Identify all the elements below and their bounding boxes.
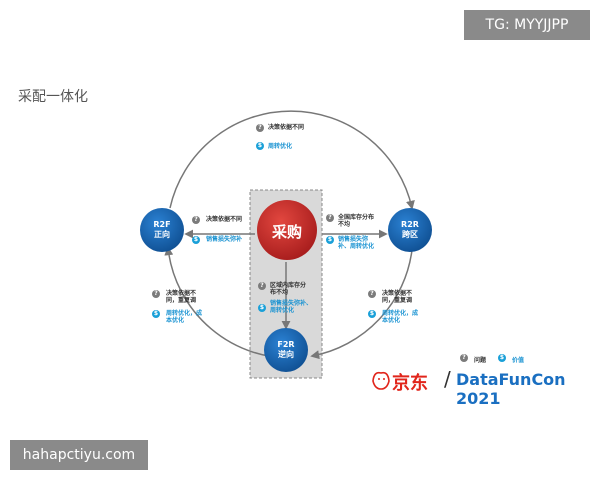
- annotation-bottomright-value: 周转优化，成本优化: [382, 310, 419, 324]
- node-r2f-name: 正向: [154, 230, 170, 239]
- logo-slash: /: [444, 367, 451, 391]
- question-icon: ?: [152, 290, 160, 298]
- annotation-center-problem: 区域内库存分布不均: [270, 282, 307, 296]
- node-f2r: [264, 328, 308, 372]
- annotation-top-value: 周转优化: [268, 143, 293, 150]
- jd-dog-icon: [372, 371, 390, 390]
- annotation-right-value: 销售损失弥补、周转优化: [338, 236, 375, 250]
- legend-dollar-icon: $: [498, 354, 506, 362]
- legend-value: 价值: [512, 357, 525, 364]
- question-icon: ?: [368, 290, 376, 298]
- node-r2f-label: R2F 正向: [140, 220, 184, 240]
- dollar-icon: $: [368, 310, 376, 318]
- node-r2r-label: R2R 跨区: [388, 220, 432, 240]
- dollar-icon: $: [256, 142, 264, 150]
- question-icon: ?: [192, 216, 200, 224]
- dollar-icon: $: [152, 310, 160, 318]
- datafuncon-logo: 京东 / DataFunCon 2021: [370, 366, 590, 408]
- legend-question-icon: ?: [460, 354, 468, 362]
- node-r2r: [388, 208, 432, 252]
- node-r2r-name: 跨区: [402, 230, 418, 239]
- question-icon: ?: [256, 124, 264, 132]
- question-icon: ?: [326, 214, 334, 222]
- node-r2f: [140, 208, 184, 252]
- annotation-left-problem: 决策依据不同: [206, 216, 243, 223]
- logo-brand: 京东: [392, 373, 428, 394]
- annotation-left-value: 销售损失弥补: [206, 236, 243, 243]
- logo-event: DataFunCon 2021: [456, 370, 566, 408]
- annotation-bottomleft-problem: 决策依据不同，重复调: [166, 290, 197, 304]
- watermark-top: TG: MYYJJPP: [464, 10, 590, 40]
- watermark-bottom: hahapctiyu.com: [10, 440, 148, 470]
- arc-right: [310, 249, 413, 360]
- annotation-bottomleft-value: 周转优化，成本优化: [166, 310, 203, 324]
- dollar-icon: $: [258, 304, 266, 312]
- page-title: 采配一体化: [18, 89, 88, 105]
- node-purchase: [257, 200, 317, 260]
- arc-top: [169, 110, 415, 210]
- annotation-top-problem: 决策依据不同: [268, 124, 305, 131]
- node-f2r-name: 逆向: [278, 350, 294, 359]
- legend-problem: 问题: [474, 357, 487, 364]
- node-r2f-code: R2F: [153, 220, 171, 229]
- annotation-center-value: 销售损失弥补、周转优化: [270, 300, 313, 314]
- question-icon: ?: [258, 282, 266, 290]
- annotation-right-problem: 全国库存分布不均: [338, 214, 375, 228]
- dollar-icon: $: [192, 236, 200, 244]
- node-f2r-code: F2R: [277, 340, 295, 349]
- node-r2r-code: R2R: [401, 220, 419, 229]
- annotation-bottomright-problem: 决策依据不同，重复调: [382, 290, 413, 304]
- node-purchase-label: 采购: [271, 223, 302, 241]
- dollar-icon: $: [326, 236, 334, 244]
- node-f2r-label: F2R 逆向: [264, 340, 308, 360]
